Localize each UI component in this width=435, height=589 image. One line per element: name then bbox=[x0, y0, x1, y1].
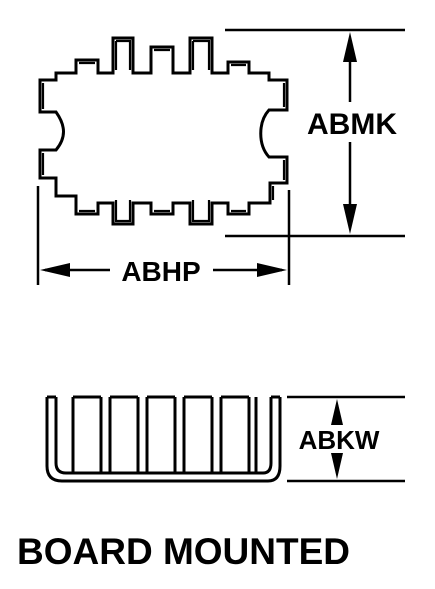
heatsink-side-view bbox=[45, 395, 282, 483]
dimension-height-top bbox=[225, 28, 405, 238]
side-view-base-inner bbox=[54, 397, 273, 475]
label-abkw: ABKW bbox=[299, 425, 380, 455]
label-abhp: ABHP bbox=[121, 256, 200, 287]
arrowhead-side-up bbox=[331, 399, 343, 425]
label-abmk: ABMK bbox=[307, 108, 397, 141]
side-view-fins bbox=[47, 395, 280, 473]
heatsink-fin-inner-lines bbox=[41, 39, 286, 223]
arrowhead-side-down bbox=[331, 453, 343, 479]
dimension-width-top bbox=[36, 186, 291, 285]
arrowhead-up bbox=[343, 32, 357, 62]
heatsink-top-outline bbox=[38, 36, 289, 226]
caption-board-mounted: BOARD MOUNTED bbox=[17, 531, 350, 572]
arrowhead-down bbox=[343, 204, 357, 234]
side-view-base bbox=[45, 397, 282, 483]
arrowhead-right bbox=[257, 263, 287, 277]
arrowhead-left bbox=[40, 263, 70, 277]
heatsink-top-view bbox=[38, 36, 289, 226]
dimension-height-side bbox=[287, 395, 405, 483]
